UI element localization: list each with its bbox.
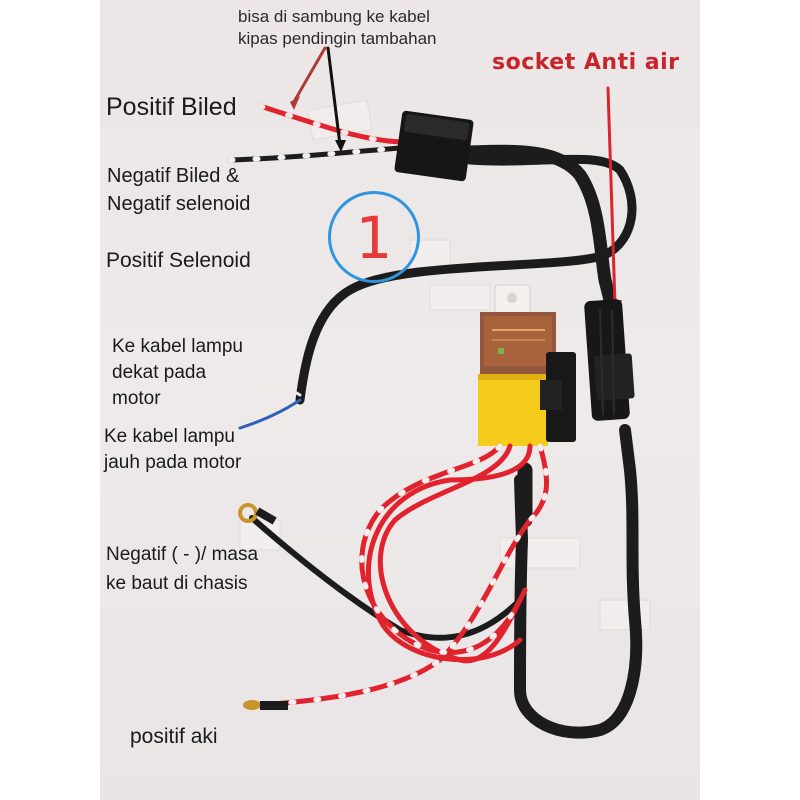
note-extra-fan: bisa di sambung ke kabel kipas pendingin…	[238, 6, 436, 50]
label-line: Negatif Biled &	[107, 165, 240, 187]
red-wires	[257, 443, 550, 708]
wiring-harness-drawing	[227, 46, 651, 739]
relay	[478, 312, 556, 446]
ring-terminal-positive	[243, 700, 288, 710]
label-positif-biled: Positif Biled	[106, 93, 237, 121]
black-cables	[238, 144, 643, 739]
label-line: ke baut di chasis	[106, 573, 248, 594]
label-line: Ke kabel lampu	[104, 426, 235, 447]
label-line: Negatif selenoid	[107, 193, 251, 215]
label-positif-aki: positif aki	[130, 725, 218, 748]
waterproof-socket	[584, 299, 635, 421]
fuse-holder	[540, 352, 576, 442]
note-line-2: kipas pendingin tambahan	[238, 29, 437, 48]
annotation-arrows	[290, 46, 622, 318]
product-photo	[100, 0, 700, 800]
note-line-1: bisa di sambung ke kabel	[238, 7, 430, 26]
label-line: dekat pada	[112, 362, 207, 383]
label-negatif-biled: Negatif Biled & Negatif selenoid	[107, 162, 250, 218]
badge-number: 1	[355, 204, 393, 272]
label-socket-anti-air: socket Anti air	[492, 50, 680, 75]
ring-terminal-negative	[238, 503, 277, 525]
label-lampu-dekat: Ke kabel lampu dekat pada motor	[112, 334, 243, 412]
flasher-module	[394, 110, 474, 182]
label-negatif-masa: Negatif ( - )/ masa ke baut di chasis	[106, 540, 258, 598]
label-line: motor	[112, 388, 161, 409]
label-lampu-jauh: Ke kabel lampu jauh pada motor	[104, 424, 241, 476]
label-line: Negatif ( - )/ masa	[106, 544, 259, 565]
tape-pieces	[239, 99, 651, 631]
label-line: jauh pada motor	[104, 452, 242, 473]
label-line: Ke kabel lampu	[112, 336, 243, 357]
label-positif-selenoid: Positif Selenoid	[106, 249, 251, 272]
number-badge: 1	[328, 191, 420, 283]
